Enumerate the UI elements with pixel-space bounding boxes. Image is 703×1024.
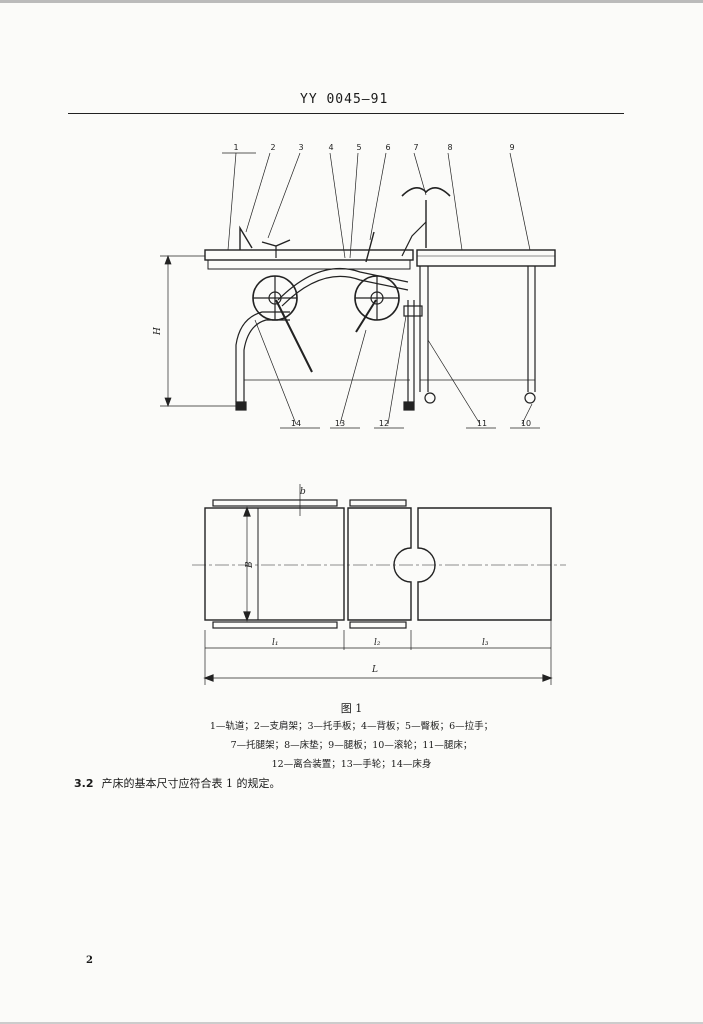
callout-4: 4	[328, 143, 333, 152]
callout-3: 3	[298, 143, 303, 152]
callout-11: 11	[477, 419, 487, 428]
plan-view	[192, 484, 566, 685]
figure-title: 图 1	[340, 702, 363, 715]
callout-10: 10	[521, 419, 531, 428]
header-rule	[68, 113, 624, 114]
dim-L: L	[371, 665, 378, 675]
height-dimension	[160, 255, 236, 407]
bottom-callout-labels: 14 13 12 11 10	[291, 419, 531, 428]
clause-text: 产床的基本尺寸应符合表 1 的规定。	[101, 777, 281, 790]
figure-legend-line-1: 1—轨道；2—支肩架；3—托手板；4—背板；5—臀板；6—拉手；	[209, 721, 494, 732]
dim-l2: l₂	[374, 638, 381, 648]
dim-l1: l₁	[272, 638, 279, 648]
callout-5: 5	[356, 143, 361, 152]
scan-bottom-edge	[0, 1022, 703, 1024]
dim-b: b	[300, 487, 306, 497]
callout-6: 6	[385, 143, 390, 152]
callout-8: 8	[447, 143, 452, 152]
callout-9: 9	[509, 143, 514, 152]
figure-legend-line-2: 7—托腿架；8—床垫；9—腿板；10—滚轮；11—腿床；	[230, 740, 473, 751]
dim-B: B	[245, 561, 255, 569]
standard-code: YY 0045—91	[300, 92, 389, 107]
scan-top-edge	[0, 0, 703, 3]
callout-14: 14	[291, 419, 301, 428]
clause-3-2: 3.2 产床的基本尺寸应符合表 1 的规定。	[74, 775, 281, 791]
clause-number: 3.2	[74, 777, 94, 790]
callout-1: 1	[233, 143, 238, 152]
bottom-leaders	[254, 315, 540, 429]
callout-13: 13	[335, 419, 345, 428]
callout-7: 7	[413, 143, 418, 152]
page-number: 2	[86, 955, 93, 966]
figure-drawing: 1 2 3 4 5 6 7 8 9 14 13 12 11 10 H	[153, 143, 566, 685]
dim-H: H	[153, 327, 163, 336]
figure-legend-line-3: 12—离合装置；13—手轮；14—床身	[271, 759, 432, 770]
plan-dimension-labels: b B l₁ l₂ l₃ L	[245, 487, 489, 675]
dim-l3: l₃	[482, 638, 489, 648]
callout-2: 2	[270, 143, 275, 152]
side-view	[160, 152, 556, 429]
callout-12: 12	[379, 419, 389, 428]
top-callout-labels: 1 2 3 4 5 6 7 8 9	[233, 143, 514, 152]
top-leaders	[222, 152, 531, 259]
